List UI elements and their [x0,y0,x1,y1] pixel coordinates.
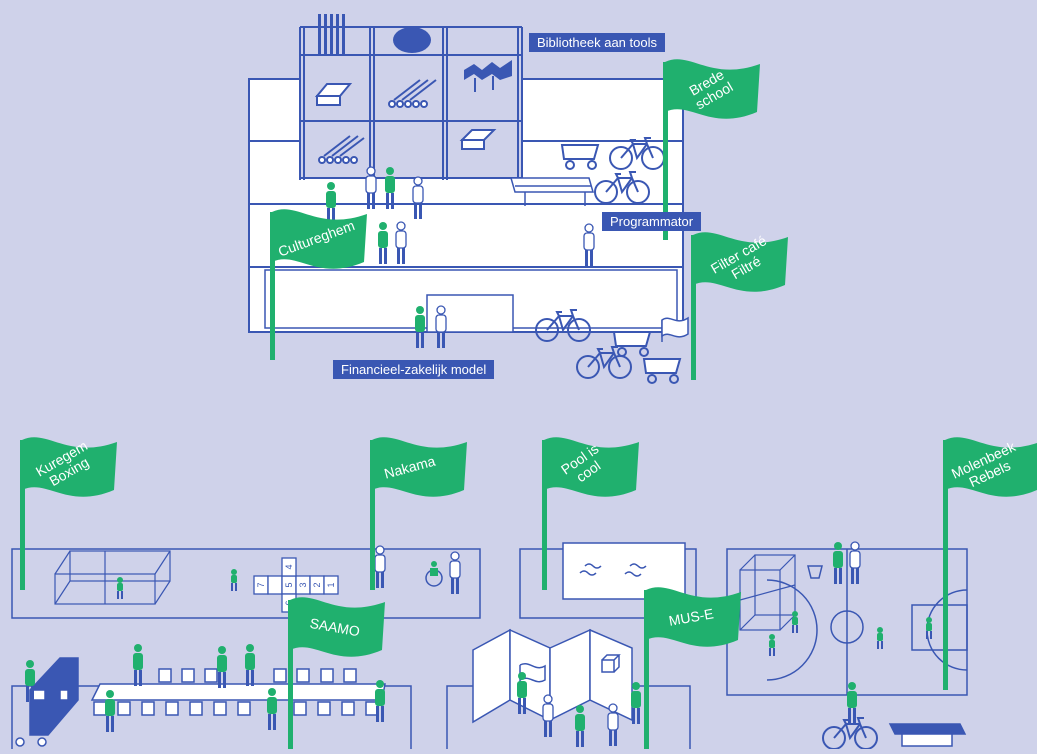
table-icon [888,723,967,747]
chair-icon [343,668,357,683]
flag-cloth [693,232,788,292]
hopscotch-number: 5 [284,582,294,587]
flag-pole [542,440,547,590]
chair-icon [213,701,227,716]
dining-table [90,683,386,701]
bicycle-icon [576,346,632,379]
wheelchair-icon [425,561,443,587]
chair-icon [158,668,172,683]
boxing-ring [54,550,171,605]
kitchen-counter [15,657,79,747]
basketball-hoop-icon [807,565,823,579]
cargo-bike-icon [643,358,681,384]
label-financial-model: Financieel-zakelijk model [333,360,495,379]
flag-label-line: MUS-E [668,605,715,629]
flag-pole [270,212,275,360]
flag-kuregem-boxing: KuregemBoxing [20,437,117,590]
flag-cloth [22,437,117,497]
flag-cultureghem: Cultureghem [270,209,367,360]
chair-icon [237,701,251,716]
flag-molenbeek-rebels: MolenbeekRebels [943,437,1037,690]
label-programmer: Programmator [602,212,702,231]
flag-cloth [665,59,760,119]
flag-brede-school: Bredeschool [663,59,760,240]
chair-icon [273,668,287,683]
chair-icon [341,701,355,716]
label-tools-library: Bibliotheek aan tools [529,33,665,52]
flag-pole [20,440,25,590]
flag-saamo: SAAMO [288,597,385,749]
flag-cloth [646,587,741,647]
flag-pool-is-cool: Pool iscool [542,437,639,590]
person-icon [435,305,447,349]
chair-icon [317,701,331,716]
hopscotch [253,557,339,613]
flag-pole [663,62,668,240]
flag-pole [370,440,375,590]
flag-cloth [945,437,1037,497]
flag-pole [644,590,649,749]
chair-icon [189,701,203,716]
hopscotch-number: 7 [256,582,266,587]
chair-icon [141,701,155,716]
chair-icon [293,701,307,716]
person-icon [133,644,143,686]
flag-pole [943,440,948,690]
flag-cloth [272,209,367,269]
chair-icon [320,668,334,683]
chairs-row [158,668,357,683]
flag-mus-e: MUS-E [644,587,741,749]
flag-icon [661,316,689,342]
chair-icon [204,668,218,683]
chair-icon [93,701,107,716]
tool-icon [464,60,512,92]
person-icon [245,644,255,686]
cargo-bike-icon [613,331,651,357]
chair-icon [296,668,310,683]
flag-filter-cafe: Filter caféFiltré [691,232,788,380]
flag-cloth [290,597,385,657]
flag-pole [691,235,696,380]
hopscotch-number: 2 [312,582,322,587]
tool-icon [318,79,437,164]
tool-icon [314,83,497,150]
exhibition-panels [472,628,633,724]
chair-icon [117,701,131,716]
flag-cloth [544,437,639,497]
flag-cloth [372,437,467,497]
hopscotch-number: 3 [298,582,308,587]
chair-icon [165,701,179,716]
climbing-frame [739,554,796,631]
basketball-court [766,549,968,695]
person-icon [217,646,227,688]
tool-icon [318,14,345,54]
chair-icon [181,668,195,683]
flag-pole [288,600,293,749]
hopscotch-number: 1 [326,582,336,587]
tools-shelf [299,14,523,180]
table-icon [510,177,594,206]
flag-label: MUS-E [668,605,715,629]
flag-nakama: Nakama [370,437,467,590]
hopscotch-number: 4 [284,564,294,569]
